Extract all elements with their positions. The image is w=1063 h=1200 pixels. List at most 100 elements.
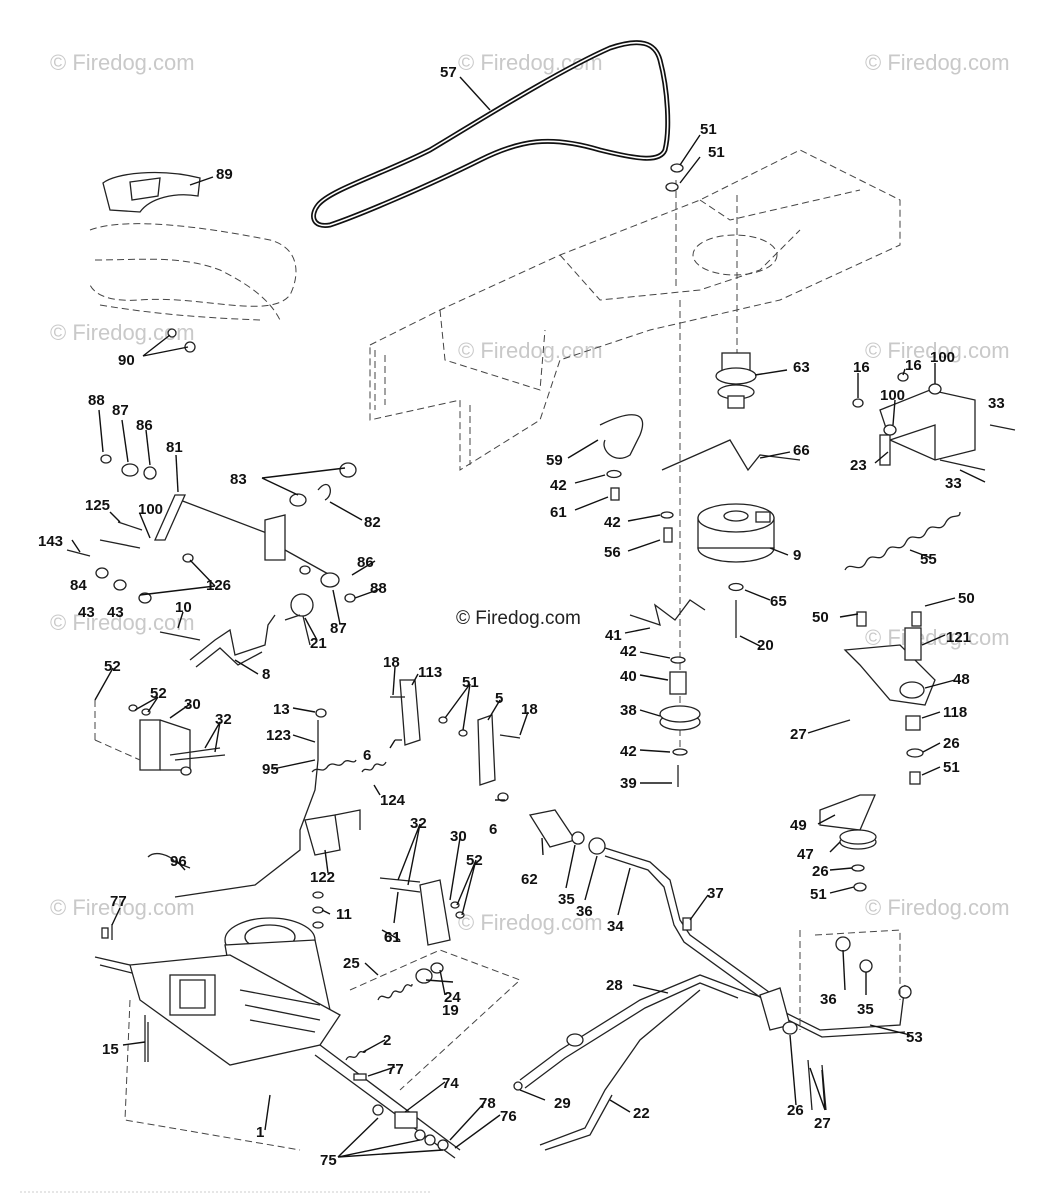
callout-126: 126	[206, 577, 231, 594]
bracket-assembly-right	[852, 372, 1016, 471]
callout-5: 5	[495, 690, 503, 707]
callout-96: 96	[170, 853, 187, 870]
callout-1: 1	[256, 1124, 264, 1141]
lever-assembly	[66, 454, 357, 668]
callout-51: 51	[708, 144, 725, 161]
watermarks: © Firedog.com © Firedog.com © Firedog.co…	[50, 50, 1010, 935]
callout-16: 16	[853, 359, 870, 376]
callout-43: 43	[107, 604, 124, 621]
brackets-center	[390, 679, 521, 802]
callout-37: 37	[707, 885, 724, 902]
watermark: © Firedog.com	[50, 610, 195, 635]
idler-bracket	[819, 611, 936, 892]
callout-122: 122	[310, 869, 335, 886]
callout-88: 88	[88, 392, 105, 409]
callout-50: 50	[958, 590, 975, 607]
callout-43: 43	[78, 604, 95, 621]
callout-24: 24	[444, 989, 461, 1006]
callout-47: 47	[797, 846, 814, 863]
callout-13: 13	[273, 701, 290, 718]
callout-100: 100	[930, 349, 955, 366]
control-rods	[513, 929, 912, 1151]
callout-9: 9	[793, 547, 801, 564]
callout-2: 2	[383, 1032, 391, 1049]
watermark: © Firedog.com	[50, 50, 195, 75]
screws	[111, 924, 149, 1062]
callout-75: 75	[320, 1152, 337, 1169]
callout-89: 89	[216, 166, 233, 183]
callout-51: 51	[810, 886, 827, 903]
callout-36: 36	[576, 903, 593, 920]
callout-20: 20	[757, 637, 774, 654]
callout-42: 42	[620, 643, 637, 660]
rod-and-springs	[147, 708, 387, 929]
callout-87: 87	[330, 620, 347, 637]
watermark: © Firedog.com	[50, 895, 195, 920]
callout-100: 100	[880, 387, 905, 404]
callout-42: 42	[604, 514, 621, 531]
watermark: © Firedog.com	[865, 338, 1010, 363]
callout-6: 6	[363, 747, 371, 764]
callout-83: 83	[230, 471, 247, 488]
callout-124: 124	[380, 792, 406, 809]
callout-78: 78	[479, 1095, 496, 1112]
callout-113: 113	[418, 664, 442, 681]
center-watermark: © Firedog.com	[456, 608, 581, 629]
watermark: © Firedog.com	[865, 895, 1010, 920]
callout-57: 57	[440, 64, 457, 81]
callout-118: 118	[943, 704, 967, 721]
callout-42: 42	[550, 477, 567, 494]
callout-81: 81	[166, 439, 183, 456]
axle-collars	[372, 1104, 449, 1151]
callout-22: 22	[633, 1105, 650, 1122]
drive-belt	[311, 40, 671, 228]
callout-11: 11	[336, 906, 352, 923]
callout-32: 32	[410, 815, 427, 832]
callout-26: 26	[943, 735, 960, 752]
callout-23: 23	[850, 457, 867, 474]
callout-19: 19	[442, 1002, 459, 1019]
callout-61: 61	[550, 504, 567, 521]
callout-32: 32	[215, 711, 232, 728]
callout-77: 77	[110, 893, 127, 910]
callout-36: 36	[820, 991, 837, 1008]
callout-121: 121	[946, 629, 971, 646]
callout-30: 30	[450, 828, 467, 845]
callout-labels: 57 89 51 51 90 63 16 100 16 100 33 33 23…	[38, 64, 1005, 1169]
watermark: © Firedog.com	[865, 50, 1010, 75]
callout-125: 125	[85, 497, 110, 514]
callout-6: 6	[489, 821, 497, 838]
callout-51: 51	[462, 674, 479, 691]
callout-87: 87	[112, 402, 129, 419]
callout-50: 50	[812, 609, 829, 626]
leader-lines	[71, 76, 986, 1158]
transaxle	[94, 917, 521, 1159]
callout-49: 49	[790, 817, 807, 834]
callout-18: 18	[521, 701, 538, 718]
callout-52: 52	[150, 685, 167, 702]
callout-76: 76	[500, 1108, 517, 1125]
callout-35: 35	[558, 891, 575, 908]
callout-27: 27	[814, 1115, 831, 1132]
callout-26: 26	[787, 1102, 804, 1119]
callout-61: 61	[384, 929, 401, 946]
callout-59: 59	[546, 452, 563, 469]
bracket-left	[94, 700, 226, 776]
callout-143: 143	[38, 533, 63, 550]
callout-48: 48	[953, 671, 970, 688]
callout-16: 16	[905, 357, 922, 374]
callout-74: 74	[442, 1075, 459, 1092]
callout-30: 30	[184, 696, 201, 713]
tractor-frame	[369, 149, 901, 471]
springs-lower	[345, 962, 444, 1061]
callout-90: 90	[118, 352, 135, 369]
callout-51: 51	[700, 121, 717, 138]
callout-86: 86	[136, 417, 153, 434]
callout-8: 8	[262, 666, 270, 683]
callout-53: 53	[906, 1029, 923, 1046]
callout-38: 38	[620, 702, 637, 719]
callout-33: 33	[988, 395, 1005, 412]
callout-63: 63	[793, 359, 810, 376]
callout-39: 39	[620, 775, 637, 792]
